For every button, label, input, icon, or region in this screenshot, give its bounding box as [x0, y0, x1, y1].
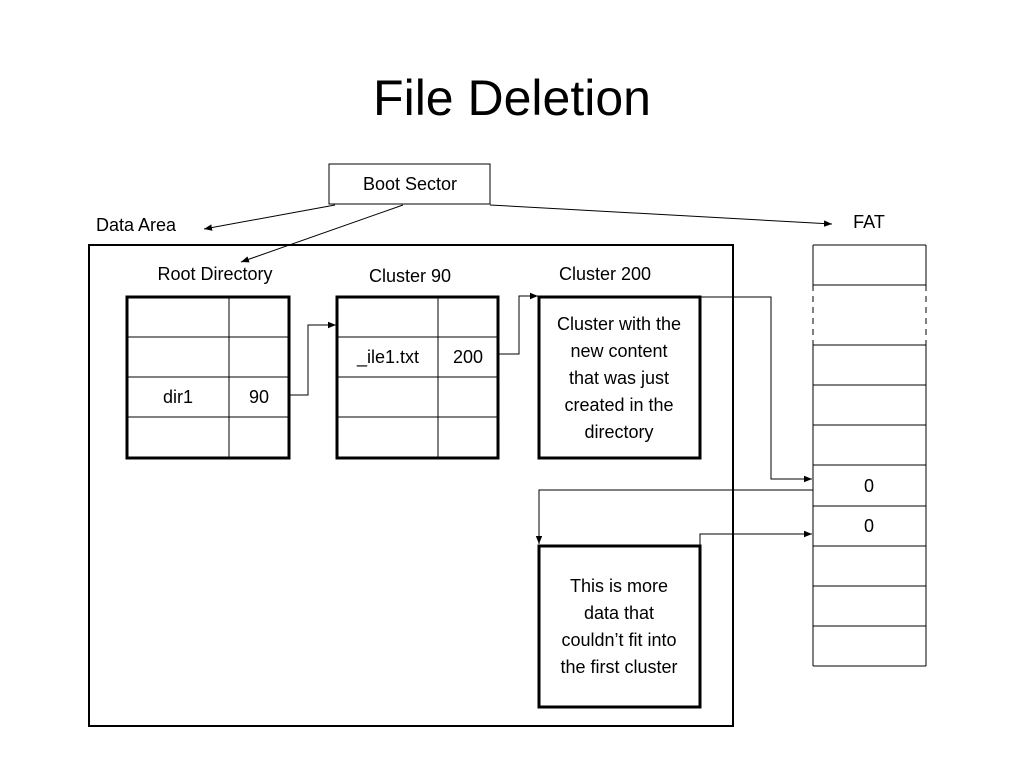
- cluster-90-entry-cluster-deleted-file: 200: [453, 347, 483, 367]
- cluster-200-text-line: new content: [570, 341, 667, 361]
- root-entry-cluster-dir1: 90: [249, 387, 269, 407]
- next-cluster-text-line: This is more: [570, 576, 668, 596]
- cluster-90-entry-name-deleted-file: _ile1.txt: [356, 347, 419, 368]
- cluster-90-table: _ile1.txt 200: [335, 295, 500, 460]
- arrow-cluster-90-to-cluster-200: [498, 292, 538, 355]
- root-directory-label: Root Directory: [157, 264, 272, 284]
- fat-table: 0 0: [812, 244, 927, 667]
- cluster-200-box: Cluster with the new content that was ju…: [537, 295, 702, 460]
- root-entry-name-dir1: dir1: [163, 387, 193, 407]
- next-cluster-text-line: data that: [584, 603, 654, 623]
- arrow-next-cluster-to-fat: [699, 530, 812, 546]
- fat-entry-next-cluster: 0: [864, 516, 874, 536]
- cluster-200-text-line: directory: [584, 422, 653, 442]
- next-cluster-text-line: couldn’t fit into: [561, 630, 676, 650]
- cluster-200-text-line: created in the: [564, 395, 673, 415]
- root-directory-table: dir1 90: [125, 295, 291, 460]
- arrow-cluster-200-to-fat: [700, 296, 812, 483]
- cluster-200-text-line: that was just: [569, 368, 669, 388]
- page-title: File Deletion: [373, 70, 651, 126]
- arrow-boot-to-data-area: [203, 204, 336, 231]
- arrow-fat-to-next-cluster: [535, 489, 813, 544]
- boot-sector-label: Boot Sector: [363, 174, 457, 194]
- data-area-label: Data Area: [96, 215, 177, 235]
- boot-sector-box: Boot Sector: [328, 163, 491, 205]
- next-cluster-box: This is more data that couldn’t fit into…: [537, 544, 702, 709]
- cluster-90-label: Cluster 90: [369, 266, 451, 286]
- arrow-root-to-cluster-90: [289, 321, 336, 396]
- data-area-box: [88, 244, 734, 727]
- cluster-200-label: Cluster 200: [559, 264, 651, 284]
- arrow-boot-to-fat: [489, 204, 833, 227]
- cluster-200-text-line: Cluster with the: [557, 314, 681, 334]
- fat-label: FAT: [853, 212, 885, 232]
- fat-entry-cluster-200: 0: [864, 476, 874, 496]
- arrow-boot-to-root-directory: [240, 204, 404, 263]
- next-cluster-text-line: the first cluster: [560, 657, 677, 677]
